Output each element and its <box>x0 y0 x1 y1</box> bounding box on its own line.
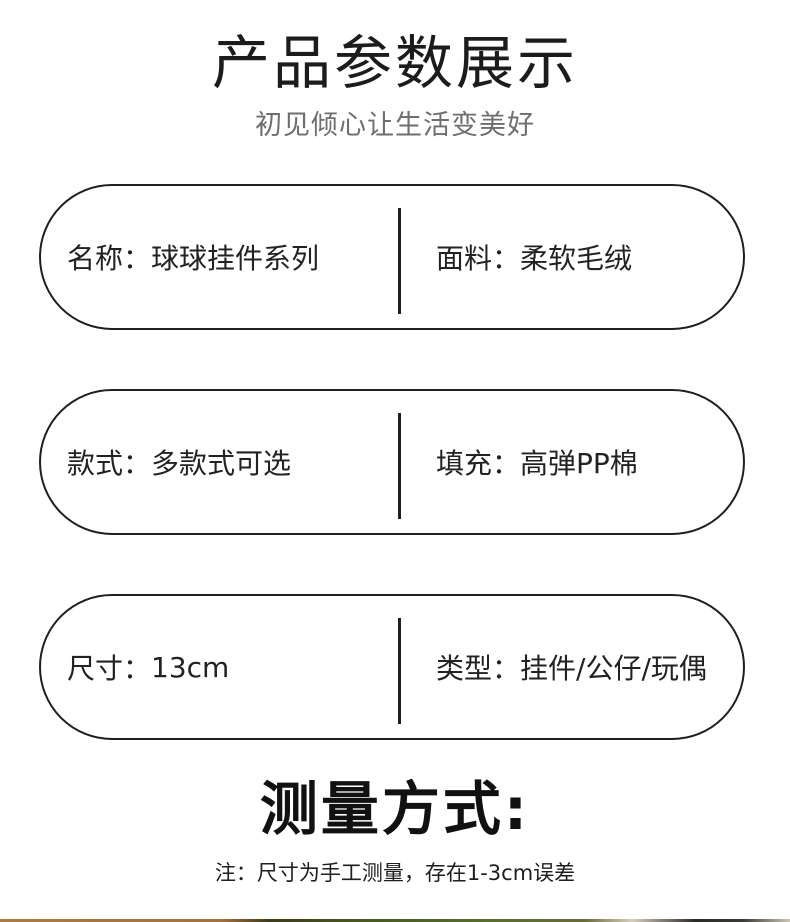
param-type: 类型：挂件/公仔/玩偶 <box>436 596 707 738</box>
param-value: 挂件/公仔/玩偶 <box>520 652 707 685</box>
bottom-image-edge <box>0 919 790 922</box>
param-fabric: 面料：柔软毛绒 <box>436 186 632 328</box>
param-label: 尺寸： <box>67 652 152 685</box>
param-label: 面料： <box>436 242 521 275</box>
param-row-style-filling: 款式：多款式可选 填充：高弹PP棉 <box>39 389 745 535</box>
param-label: 名称： <box>67 242 152 275</box>
param-style: 款式：多款式可选 <box>67 391 291 533</box>
param-value: 柔软毛绒 <box>520 242 633 275</box>
measurement-note: 注：尺寸为手工测量，存在1-3cm误差 <box>214 861 576 885</box>
watermark <box>351 433 365 468</box>
param-label: 款式： <box>67 447 152 480</box>
param-value: 13cm <box>151 650 230 684</box>
param-value: 高弹PP棉 <box>520 447 638 480</box>
param-label: 类型： <box>436 652 521 685</box>
param-size: 尺寸：13cm <box>67 596 229 738</box>
vertical-divider <box>398 618 401 724</box>
vertical-divider <box>398 208 401 314</box>
param-value: 多款式可选 <box>151 447 292 480</box>
page-title: 产品参数展示 <box>211 29 578 97</box>
param-value: 球球挂件系列 <box>151 242 320 275</box>
param-name: 名称：球球挂件系列 <box>67 186 319 328</box>
param-label: 填充： <box>436 447 521 480</box>
measurement-title: 测量方式: <box>259 775 531 843</box>
param-filling: 填充：高弹PP棉 <box>436 391 638 533</box>
vertical-divider <box>398 413 401 519</box>
page-subtitle: 初见倾心让生活变美好 <box>255 110 535 141</box>
param-row-size-type: 尺寸：13cm 类型：挂件/公仔/玩偶 <box>39 594 745 740</box>
param-row-name-fabric: 名称：球球挂件系列 面料：柔软毛绒 <box>39 184 745 330</box>
